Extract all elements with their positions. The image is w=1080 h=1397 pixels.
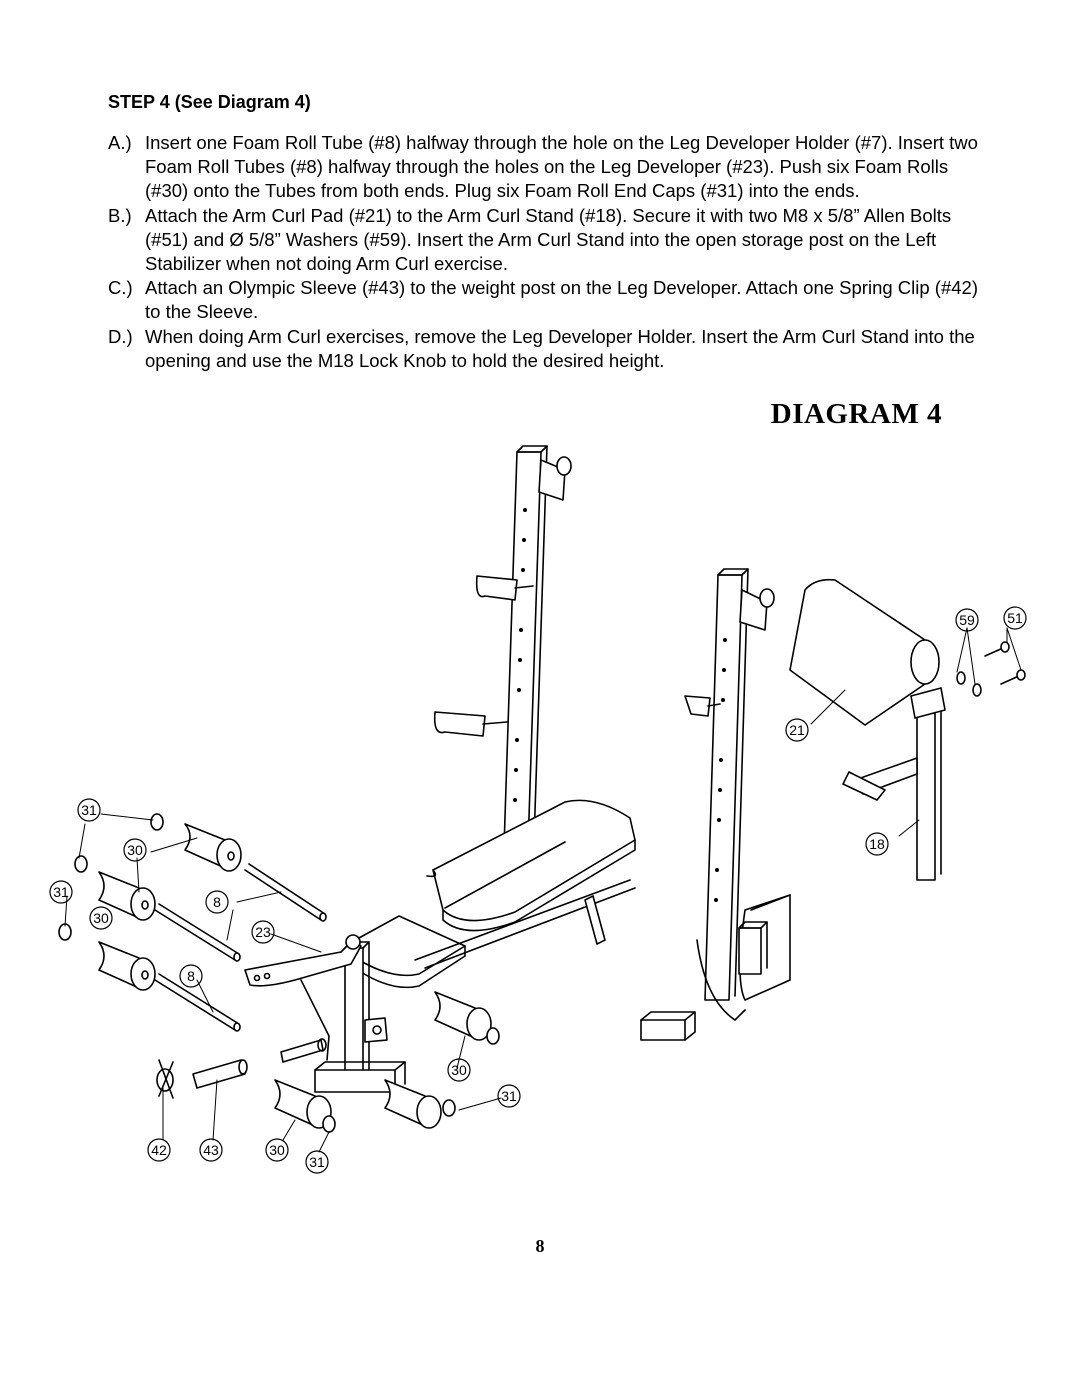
instruction-b: B.) Attach the Arm Curl Pad (#21) to the… (108, 204, 988, 277)
washer (972, 683, 982, 697)
callout-51-text: 51 (1007, 610, 1023, 626)
leg-developer (244, 934, 362, 1061)
bench-seat-pad (358, 915, 466, 989)
callout-31 (497, 1084, 521, 1108)
foam-roll-tube-lower (154, 973, 241, 1032)
callout-8-text: 8 (187, 968, 195, 984)
instruction-text: Attach an Olympic Sleeve (#43) to the we… (145, 277, 978, 323)
callout-31 (49, 880, 73, 904)
callout-31-text: 31 (53, 884, 69, 900)
callout-30-text: 30 (451, 1062, 467, 1078)
callout-8-text: 8 (213, 894, 221, 910)
instruction-text: Insert one Foam Roll Tube (#8) halfway t… (145, 132, 978, 202)
callout-21 (785, 718, 809, 742)
right-upright (684, 568, 775, 1001)
instruction-letter: C.) (108, 277, 133, 299)
leader-lines (64, 627, 1022, 1153)
instruction-d: D.) When doing Arm Curl exercises, remov… (108, 325, 988, 373)
callout-30 (89, 906, 113, 930)
callout-31-text: 31 (309, 1154, 325, 1170)
callout-31-text: 31 (501, 1088, 517, 1104)
callout-59-text: 59 (959, 612, 975, 628)
instruction-text: When doing Arm Curl exercises, remove th… (145, 325, 975, 371)
bench-back-pad (426, 799, 636, 932)
instruction-c: C.) Attach an Olympic Sleeve (#43) to th… (108, 276, 988, 324)
allen-bolt (984, 641, 1010, 657)
foam-roll (384, 1079, 442, 1129)
arm-curl-stand (842, 687, 946, 881)
callout-30-text: 30 (269, 1142, 285, 1158)
callout-8 (179, 964, 203, 988)
callout-labels: 31 30 31 30 8 23 8 42 43 30 31 30 31 59 … (49, 606, 1027, 1174)
end-cap (150, 813, 164, 831)
instruction-letter: A.) (108, 132, 132, 153)
callout-30 (447, 1058, 471, 1082)
arm-curl-pad (789, 578, 940, 726)
callout-31 (305, 1150, 329, 1174)
end-cap (486, 1027, 500, 1045)
olympic-sleeve (192, 1059, 248, 1089)
foam-roll (274, 1079, 332, 1129)
spring-clip (156, 1059, 174, 1099)
callout-30-text: 30 (93, 910, 109, 926)
page-number: 8 (535, 1236, 545, 1256)
instruction-list: A.) Insert one Foam Roll Tube (#8) halfw… (108, 131, 988, 373)
foam-roll-tube-middle (154, 903, 241, 962)
instruction-a: A.) Insert one Foam Roll Tube (#8) halfw… (108, 131, 988, 204)
callout-18-text: 18 (869, 836, 885, 852)
callout-31-text: 31 (81, 802, 97, 818)
callout-59 (955, 608, 979, 632)
diagram-title: DIAGRAM 4 (770, 398, 942, 430)
end-cap (74, 855, 88, 873)
callout-18 (865, 832, 889, 856)
j-hook-lower-left (433, 711, 508, 737)
callout-43 (199, 1138, 223, 1162)
allen-bolt (1000, 669, 1026, 685)
callout-43-text: 43 (203, 1142, 219, 1158)
callout-30 (123, 838, 147, 862)
instruction-text: Attach the Arm Curl Pad (#21) to the Arm… (145, 204, 952, 275)
j-hook-upper-left (475, 575, 534, 601)
instruction-letter: B.) (108, 204, 132, 226)
end-cap (322, 1115, 336, 1133)
end-cap (442, 1099, 456, 1117)
foam-roll (434, 991, 492, 1041)
foam-roll (184, 823, 242, 872)
callout-31 (77, 798, 101, 822)
callout-23 (251, 920, 275, 944)
washer (956, 671, 966, 685)
left-stabilizer-storage-post (738, 894, 791, 1001)
callout-51 (1003, 606, 1027, 630)
callout-23-text: 23 (255, 924, 271, 940)
callout-8 (205, 890, 229, 914)
rear-base (640, 939, 746, 1041)
callout-21-text: 21 (789, 722, 805, 738)
callout-42-text: 42 (151, 1142, 167, 1158)
bench-frame (414, 879, 636, 969)
foam-roll (98, 871, 156, 921)
step-heading: STEP 4 (See Diagram 4) (108, 92, 311, 112)
left-upright (502, 445, 572, 879)
instruction-letter: D.) (108, 325, 133, 347)
callout-30 (265, 1138, 289, 1162)
weight-post (280, 1038, 327, 1063)
callout-30-text: 30 (127, 842, 143, 858)
exploded-assembly-diagram: 31 30 31 30 8 23 8 42 43 30 31 30 31 59 … (49, 445, 1027, 1174)
foam-roll-tube-upper (244, 863, 327, 922)
callout-42 (147, 1138, 171, 1162)
foam-roll (98, 941, 156, 991)
